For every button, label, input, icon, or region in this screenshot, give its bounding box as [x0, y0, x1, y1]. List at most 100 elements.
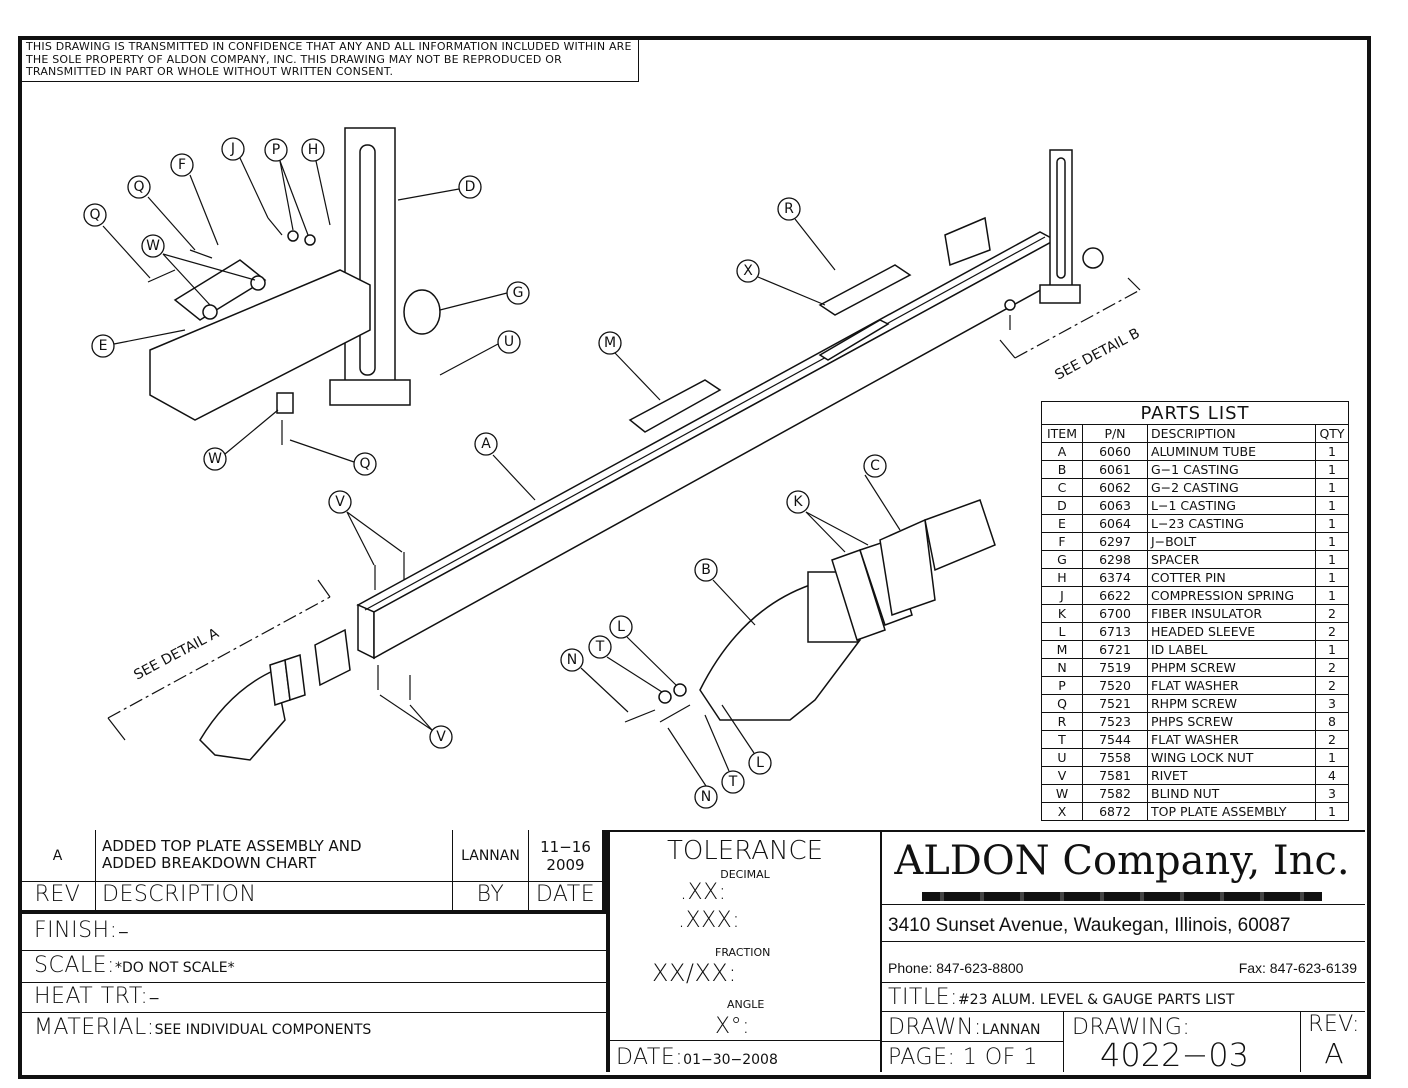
scale-label: SCALE:	[34, 953, 115, 978]
tolerance-xxx: .XXX:	[678, 908, 741, 933]
svg-text:V: V	[335, 494, 345, 510]
detail-a-assembly	[199, 628, 351, 761]
parts-list-title: PARTS LIST	[1041, 401, 1349, 425]
part-qty: 2	[1315, 730, 1349, 749]
rev-label: REV:	[1308, 1012, 1360, 1037]
revision-date-line: 11−16	[540, 838, 591, 856]
part-description: COMPRESSION SPRING	[1147, 586, 1316, 605]
part-description: ALUMINUM TUBE	[1147, 442, 1316, 461]
header-qty: QTY	[1315, 424, 1349, 443]
part-part-number: 7544	[1082, 730, 1148, 749]
company-block: ALDON Company, Inc. 3410 Sunset Avenue, …	[880, 830, 1367, 1074]
g1-casting	[699, 571, 861, 721]
part-description: ID LABEL	[1147, 640, 1316, 659]
part-part-number: 7521	[1082, 694, 1148, 713]
part-item: G	[1041, 550, 1083, 569]
callout-E: E	[91, 334, 115, 358]
part-qty: 1	[1315, 568, 1349, 587]
part-description: PHPS SCREW	[1147, 712, 1316, 731]
finish-row: FINISH:−	[20, 914, 610, 951]
detail-b-assembly	[944, 216, 1016, 330]
part-qty: 1	[1315, 460, 1349, 479]
company-tagline-obscured	[922, 892, 1322, 901]
drawing-number: 4022−03	[1100, 1036, 1249, 1074]
callout-W: W	[203, 447, 227, 471]
date-label: DATE:	[616, 1045, 684, 1070]
page-number: PAGE: 1 OF 1	[882, 1042, 1064, 1072]
part-part-number: 6721	[1082, 640, 1148, 659]
drawn-label: DRAWN:	[888, 1015, 982, 1040]
finish-label: FINISH:	[34, 918, 118, 943]
svg-text:J: J	[230, 141, 235, 157]
callout-J: J	[221, 137, 245, 161]
title-value: #23 ALUM. LEVEL & GAUGE PARTS LIST	[957, 992, 1235, 1008]
aluminum-tube	[356, 231, 1057, 660]
callout-V: V	[429, 725, 453, 749]
svg-text:T: T	[595, 639, 605, 655]
part-qty: 3	[1315, 694, 1349, 713]
drawn-row: DRAWN:LANNAN	[882, 1012, 1064, 1042]
revision-description: ADDED TOP PLATE ASSEMBLY AND ADDED BREAK…	[96, 830, 453, 882]
callout-B: B	[694, 558, 718, 582]
callout-F: F	[170, 153, 194, 177]
tolerance-decimal-label: DECIMAL	[720, 868, 770, 881]
l1-casting-right	[1039, 149, 1104, 304]
callout-W: W	[141, 234, 165, 258]
revision-description-line: ADDED TOP PLATE ASSEMBLY AND	[102, 837, 362, 855]
svg-text:G: G	[513, 285, 524, 301]
part-item: B	[1041, 460, 1083, 479]
callout-V: V	[328, 490, 352, 514]
drawing-label: DRAWING:	[1072, 1015, 1191, 1040]
rev-cell: REV: A	[1300, 1012, 1367, 1072]
title-label: TITLE:	[888, 985, 958, 1010]
part-description: TOP PLATE ASSEMBLY	[1147, 802, 1316, 821]
tolerance-fraction-label: FRACTION	[715, 946, 771, 959]
svg-text:F: F	[178, 157, 186, 173]
part-qty: 1	[1315, 514, 1349, 533]
tolerance-block: TOLERANCE DECIMAL .XX: .XXX: FRACTION XX…	[606, 830, 882, 1072]
scale-value: *DO NOT SCALE*	[114, 960, 235, 976]
tolerance-angle-value: X°:	[715, 1014, 750, 1039]
callout-P: P	[264, 138, 288, 162]
part-item: F	[1041, 532, 1083, 551]
part-description: L−1 CASTING	[1147, 496, 1316, 515]
part-part-number: 6700	[1082, 604, 1148, 623]
svg-text:Q: Q	[359, 456, 370, 472]
svg-text:Q: Q	[133, 179, 144, 195]
part-part-number: 6060	[1082, 442, 1148, 461]
part-description: FLAT WASHER	[1147, 730, 1316, 749]
part-part-number: 7520	[1082, 676, 1148, 695]
svg-text:C: C	[870, 458, 880, 474]
part-description: HEADED SLEEVE	[1147, 622, 1316, 641]
part-qty: 3	[1315, 784, 1349, 803]
part-part-number: 6062	[1082, 478, 1148, 497]
part-part-number: 6622	[1082, 586, 1148, 605]
confidentiality-notice: THIS DRAWING IS TRANSMITTED IN CONFIDENC…	[22, 39, 639, 82]
drawing-frame	[18, 36, 1371, 1079]
svg-text:U: U	[504, 334, 514, 350]
part-part-number: 6297	[1082, 532, 1148, 551]
part-part-number: 6872	[1082, 802, 1148, 821]
id-label	[628, 379, 722, 433]
callout-T: T	[721, 770, 745, 794]
part-qty: 1	[1315, 640, 1349, 659]
part-item: T	[1041, 730, 1083, 749]
part-part-number: 6374	[1082, 568, 1148, 587]
scale-row: SCALE:*DO NOT SCALE*	[20, 951, 610, 983]
tolerance-angle-label: ANGLE	[727, 998, 765, 1011]
part-part-number: 7519	[1082, 658, 1148, 677]
part-item: H	[1041, 568, 1083, 587]
svg-text:P: P	[272, 142, 280, 158]
svg-text:B: B	[701, 562, 711, 578]
top-plate	[818, 264, 912, 316]
